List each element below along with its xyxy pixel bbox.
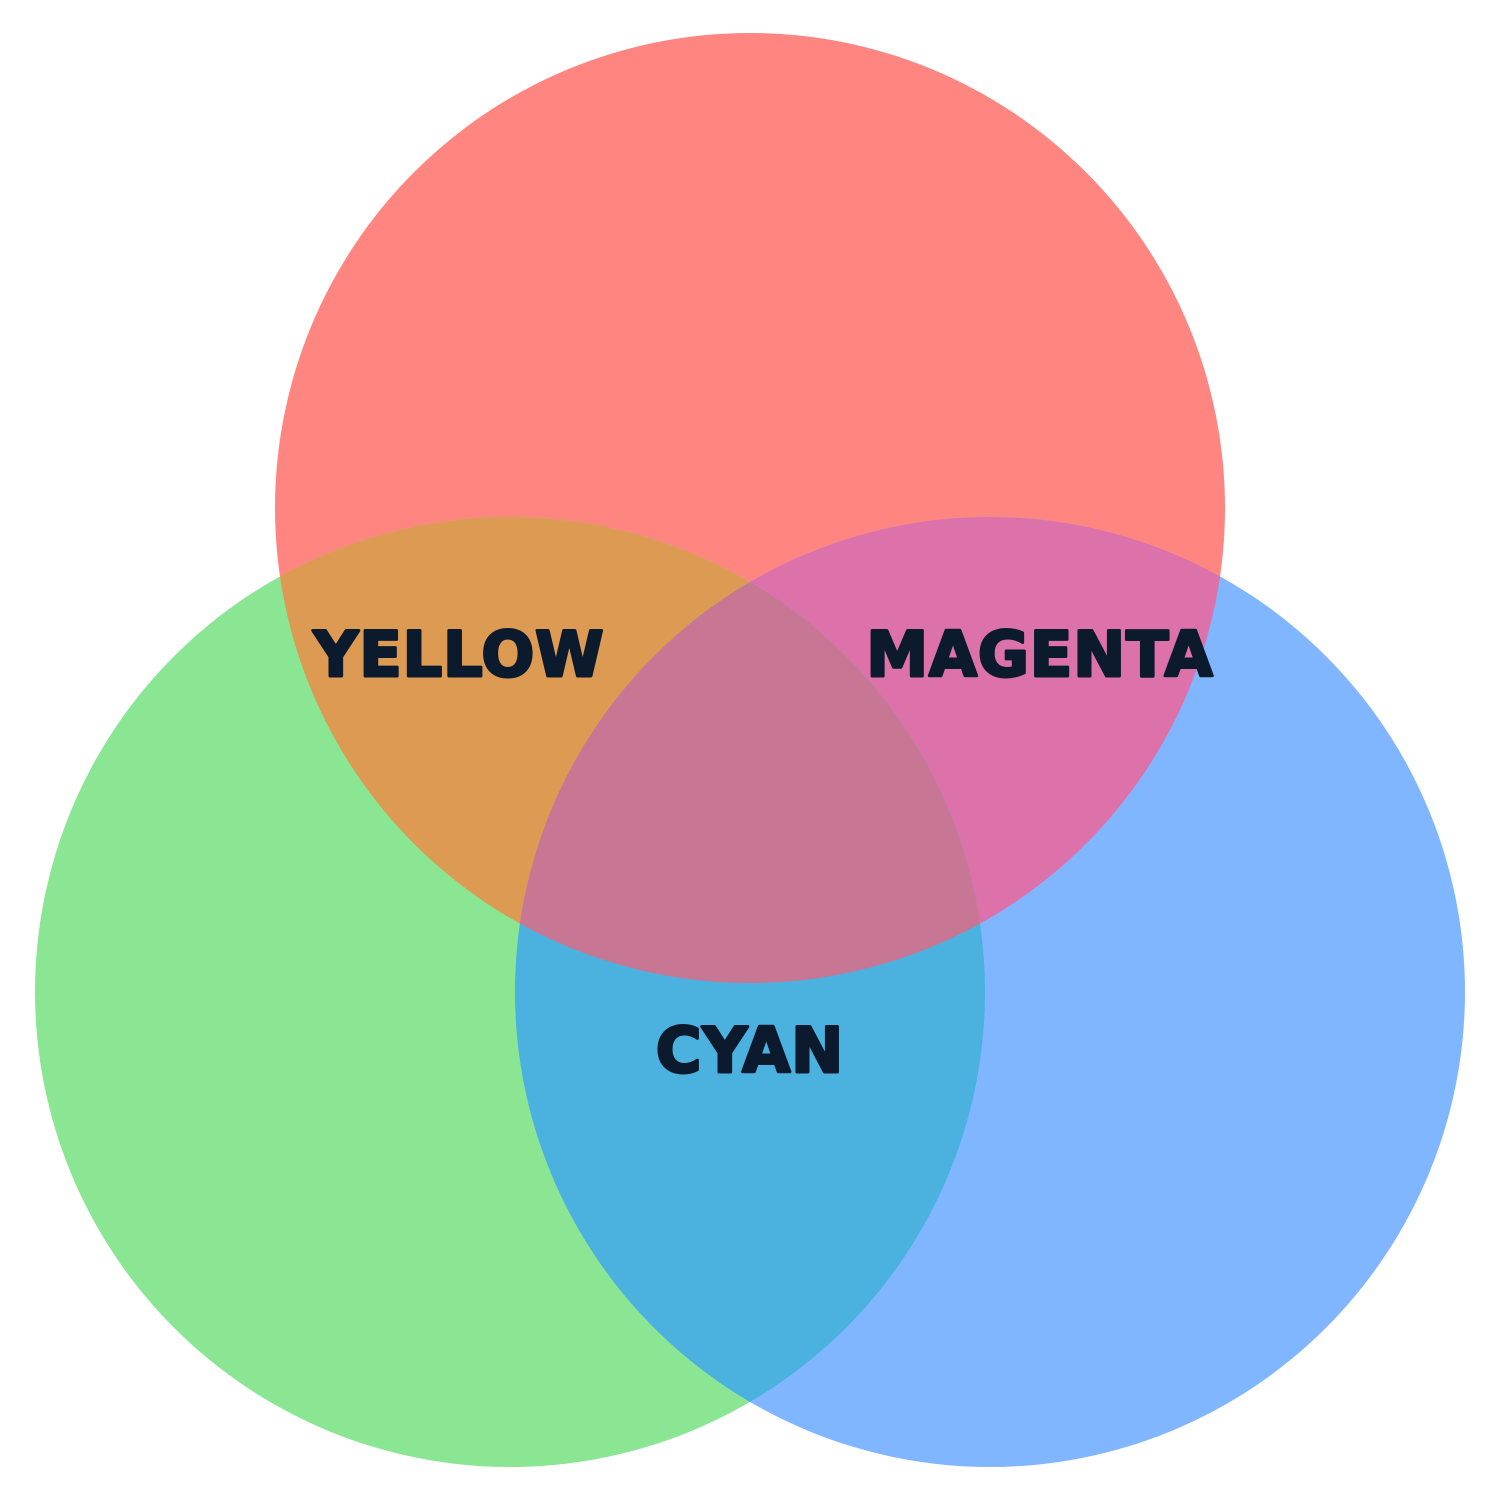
magenta-label: MAGENTA (866, 618, 1213, 691)
center-overlap-region (515, 517, 985, 983)
yellow-label: YELLOW (312, 618, 604, 691)
cyan-label: CYAN (656, 1014, 844, 1087)
